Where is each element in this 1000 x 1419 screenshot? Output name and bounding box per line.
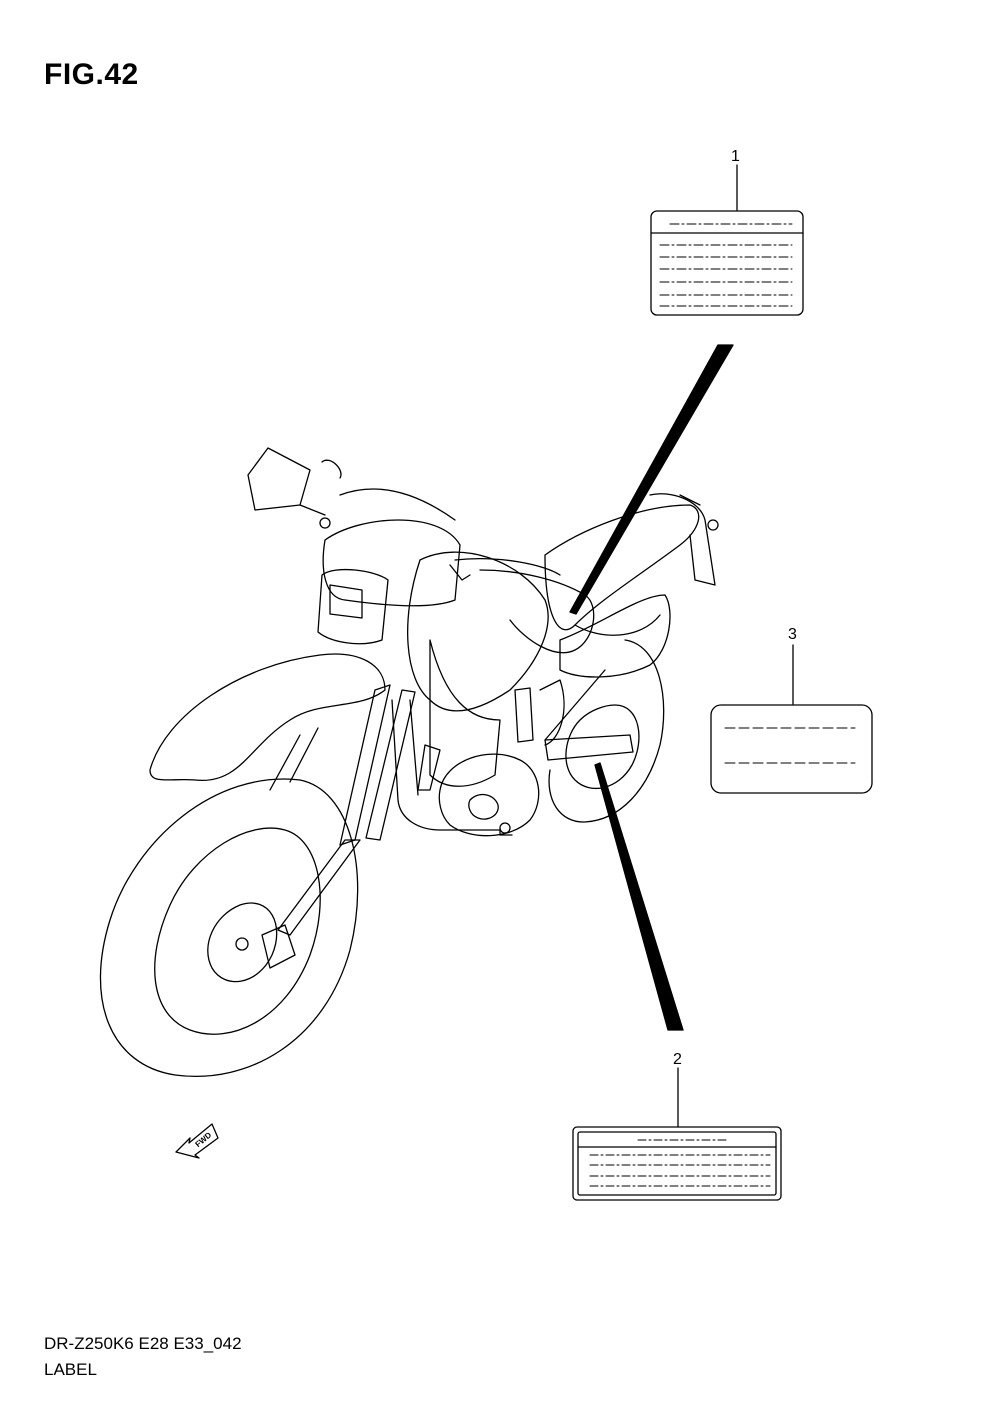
figure-name: LABEL bbox=[44, 1360, 97, 1379]
leader-wedge-2 bbox=[594, 762, 684, 1031]
label-part-3 bbox=[710, 644, 873, 794]
callout-number-2: 2 bbox=[673, 1051, 682, 1068]
callout-number-1: 1 bbox=[731, 148, 740, 165]
figure-code: DR-Z250K6 E28 E33_042 bbox=[44, 1334, 242, 1353]
fwd-arrow-icon bbox=[175, 1123, 219, 1159]
label-part-2 bbox=[572, 1067, 782, 1201]
motorcycle-illustration bbox=[99, 447, 719, 1077]
figure-title: FIG.42 bbox=[44, 58, 139, 91]
label-part-1 bbox=[650, 164, 804, 316]
leader-wedge-1 bbox=[569, 344, 734, 615]
callout-number-3: 3 bbox=[788, 626, 797, 643]
